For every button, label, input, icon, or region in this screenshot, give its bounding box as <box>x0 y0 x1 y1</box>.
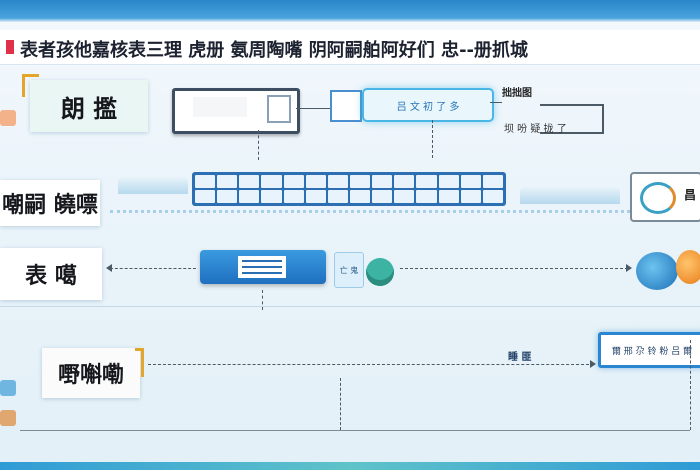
document-card <box>200 250 326 284</box>
keyboard-key <box>460 190 481 203</box>
keyboard-key <box>283 190 304 203</box>
keyboard-key <box>217 190 238 203</box>
mid-box <box>330 90 362 122</box>
keyboard-key <box>195 190 216 203</box>
keyboard-key <box>482 175 503 188</box>
arrow-left-icon <box>106 264 112 272</box>
keyboard-key <box>305 190 326 203</box>
row-label-3: 表 噶 <box>0 248 102 300</box>
swirl-icon <box>640 182 676 214</box>
skyline-decoration <box>520 186 620 204</box>
callout-box: 吕 文 初 了 多 <box>362 88 494 122</box>
panel-right: 昌 <box>630 172 700 222</box>
keyboard-key <box>482 190 503 203</box>
arrow-right-icon <box>626 264 632 272</box>
right-button[interactable]: 爾 邢 尕 铃 粉 吕 爾 <box>598 332 700 368</box>
row-label-4-text: 嘢嘝嘞 <box>57 363 124 388</box>
connector-line <box>262 290 263 310</box>
keyboard-key <box>217 175 238 188</box>
keyboard-key <box>283 175 304 188</box>
connector-line <box>340 378 341 430</box>
tag-mid: 睡 匪 <box>508 352 532 363</box>
note-a: 拙拙图 <box>502 88 532 99</box>
skyline-decoration <box>118 176 188 194</box>
connector-line <box>110 268 196 269</box>
callout-text: 吕 文 初 了 多 <box>396 101 460 113</box>
small-tile: 亡 鬼 <box>334 252 364 288</box>
keyboard-strip <box>192 172 506 206</box>
keyboard-key <box>438 175 459 188</box>
side-chip <box>0 110 16 126</box>
connector-line <box>258 130 259 160</box>
keyboard-key <box>261 190 282 203</box>
keyboard-key <box>349 190 371 203</box>
baseline-line <box>20 430 690 431</box>
keyboard-key <box>195 175 216 188</box>
row-label-3-text: 表 噶 <box>25 264 77 289</box>
keyboard-key <box>416 175 437 188</box>
keyboard-key <box>327 175 348 188</box>
keyboard-key <box>394 175 415 188</box>
keyboard-key <box>394 190 415 203</box>
keyboard-key <box>460 175 481 188</box>
diagram-header: 表者孩他嘉核表三理 虎册 氨周陶嘴 阴阿嗣舶阿好们 忠--册抓城 <box>0 30 700 65</box>
small-tile-text: 亡 鬼 <box>339 265 359 275</box>
keyboard-key <box>349 175 371 188</box>
right-button-label: 爾 邢 尕 铃 粉 吕 爾 <box>611 346 693 357</box>
device-panel <box>267 95 291 123</box>
arrow-right-icon <box>590 360 596 368</box>
header-mark <box>6 40 14 54</box>
keyboard-key <box>305 175 326 188</box>
panel-right-label: 昌 <box>683 188 696 202</box>
dotted-band <box>110 210 630 213</box>
keyboard-key <box>438 190 459 203</box>
connector-line <box>296 108 330 109</box>
corner-accent <box>135 348 144 377</box>
side-chip <box>0 380 16 396</box>
globe-orange <box>676 250 700 284</box>
side-chip <box>0 410 16 426</box>
corner-accent <box>22 74 39 97</box>
document-sheet-icon <box>238 256 286 278</box>
globe-blue <box>636 252 678 290</box>
row-label-1-text: 朗 㩜 <box>60 94 118 123</box>
note-bracket <box>540 104 604 134</box>
globe-icon <box>636 248 700 292</box>
keyboard-key <box>327 190 348 203</box>
keyboard-key <box>372 190 393 203</box>
row-label-1: 朗 㩜 <box>22 74 148 132</box>
connector-line <box>148 364 594 365</box>
connector-line <box>490 102 502 103</box>
device-screen <box>193 97 247 117</box>
row-label-2-text: 嘲嗣 皢嘌 <box>2 193 98 218</box>
bottom-strip <box>0 462 700 470</box>
device-box <box>172 88 300 134</box>
diagram-title: 表者孩他嘉核表三理 虎册 氨周陶嘴 阴阿嗣舶阿好们 忠--册抓城 <box>20 40 529 60</box>
keyboard-key <box>372 175 393 188</box>
note-b: 坝 吩 疑 拢 了 <box>504 124 567 135</box>
connector-line <box>690 340 691 430</box>
row-divider <box>0 306 700 307</box>
row-label-4: 嘢嘝嘞 <box>42 348 144 398</box>
connector-line <box>400 268 628 269</box>
keyboard-key <box>239 190 260 203</box>
connector-line <box>432 120 433 158</box>
row-label-2: 嘲嗣 皢嘌 <box>0 180 100 226</box>
shield-icon <box>366 258 394 286</box>
keyboard-key <box>239 175 260 188</box>
keyboard-key <box>261 175 282 188</box>
keyboard-key <box>416 190 437 203</box>
